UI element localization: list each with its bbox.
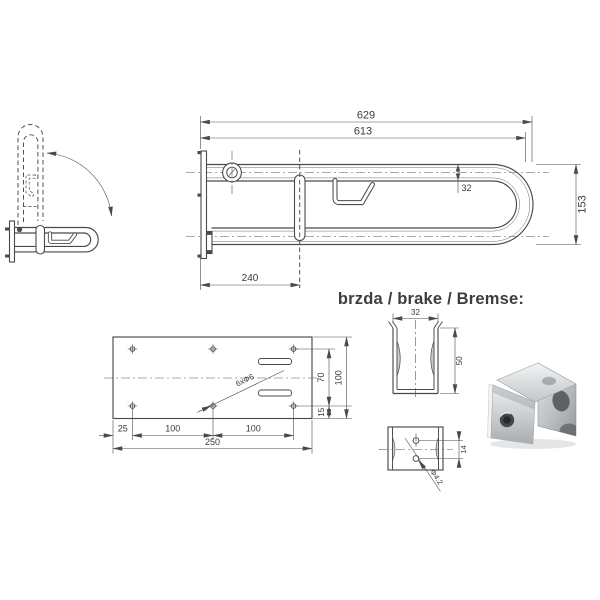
- hinge-block: [35, 224, 46, 255]
- dim-clip-hole-spacing-value: 14: [459, 445, 468, 453]
- photo-front-hole-center: [503, 416, 511, 424]
- dim-clip-hole-spacing: 14: [419, 431, 468, 468]
- dim-613: 613: [199, 126, 527, 162]
- dim-tube-diameter: 32: [461, 183, 471, 193]
- dim-clip-height: 50: [440, 327, 464, 395]
- dim-hole-row-spacing: 70: [316, 372, 326, 382]
- grab-bar-outline: [206, 163, 534, 246]
- photo-top-hole: [542, 376, 556, 386]
- dim-250: 250: [112, 437, 313, 451]
- clip-hole-top: [412, 437, 420, 444]
- fold-side-view: [5, 124, 113, 263]
- plate-hole-marker: [127, 401, 138, 411]
- bottom-tube-flange: [205, 230, 213, 255]
- dim-length-to-support: 613: [354, 126, 372, 138]
- main-dimension-view: 629 613 32 153 240: [186, 110, 589, 290]
- fold-arrow: [46, 151, 113, 217]
- dim-hole-to-bottom: 15: [317, 407, 326, 416]
- hole-callout: 6xΦ6: [196, 370, 285, 413]
- lowered-arm: [14, 224, 99, 255]
- dim-edge-to-hole: 25: [118, 424, 128, 434]
- dim-bottom-row: 25 100 100: [99, 410, 313, 454]
- dim-overall-length: 629: [357, 110, 375, 122]
- clip-ear-left: [396, 340, 401, 377]
- dim-240: 240: [199, 258, 301, 290]
- dim-hole-spacing-left: 100: [165, 424, 180, 434]
- photo-top-band: [496, 362, 577, 403]
- dim-629: 629: [199, 110, 533, 162]
- plate-hole-marker: [127, 344, 138, 354]
- dim-15: 15: [317, 405, 332, 420]
- plate-hole-marker: [208, 344, 218, 354]
- brake-photo: [487, 362, 577, 449]
- support-link: [293, 174, 306, 242]
- dim-total-width: 250: [205, 437, 220, 447]
- fold-view-wall-plate: [5, 220, 16, 263]
- plate-hole-marker: [208, 401, 218, 411]
- dim-clip-height-value: 50: [455, 356, 464, 365]
- dim-70: 70: [295, 348, 352, 407]
- dim-hole-spacing-right: 100: [246, 424, 261, 434]
- dim-wall-to-support: 240: [242, 273, 259, 284]
- pivot-dot: [16, 226, 23, 233]
- photo-front-plate: [490, 384, 536, 445]
- plate-slot-bottom: [258, 389, 292, 397]
- dim-total-height: 100: [334, 370, 344, 385]
- paper-hook-folded: [25, 174, 36, 198]
- dim-153: 153: [536, 163, 589, 246]
- paper-holder-hook: [332, 178, 375, 206]
- label-hole-count: 6xΦ6: [234, 372, 256, 389]
- clip-front-ear-left: [392, 437, 396, 461]
- hinge-pivot: [222, 151, 242, 197]
- mounting-plate-view: 6xΦ6 70 100 15 25: [99, 336, 352, 454]
- dim-100-height: 100: [313, 336, 352, 420]
- photo-bend-shade: [492, 385, 535, 410]
- wall-plate: [197, 150, 208, 260]
- dim-clip-width: 32: [392, 308, 439, 323]
- brake-section-title: brzda / brake / Bremse:: [338, 290, 524, 308]
- dim-32-tube: 32: [455, 164, 472, 193]
- brake-clip-front-view: 14 Φ4.2: [379, 426, 468, 492]
- photo-hole-highlight: [500, 412, 511, 417]
- clip-ear-right: [430, 340, 435, 377]
- dim-end-height: 153: [577, 195, 589, 213]
- photo-right-plate-holes: [552, 390, 576, 436]
- plate-slot-top: [258, 358, 292, 365]
- dim-clip-width-value: 32: [411, 308, 420, 317]
- folded-up-arm: [17, 124, 44, 225]
- clip-front-ear-right: [435, 437, 439, 461]
- clip-front-outline: [387, 426, 444, 471]
- clip-hole-bottom: [412, 455, 420, 462]
- brake-clip-top-view: 32 50: [388, 308, 464, 400]
